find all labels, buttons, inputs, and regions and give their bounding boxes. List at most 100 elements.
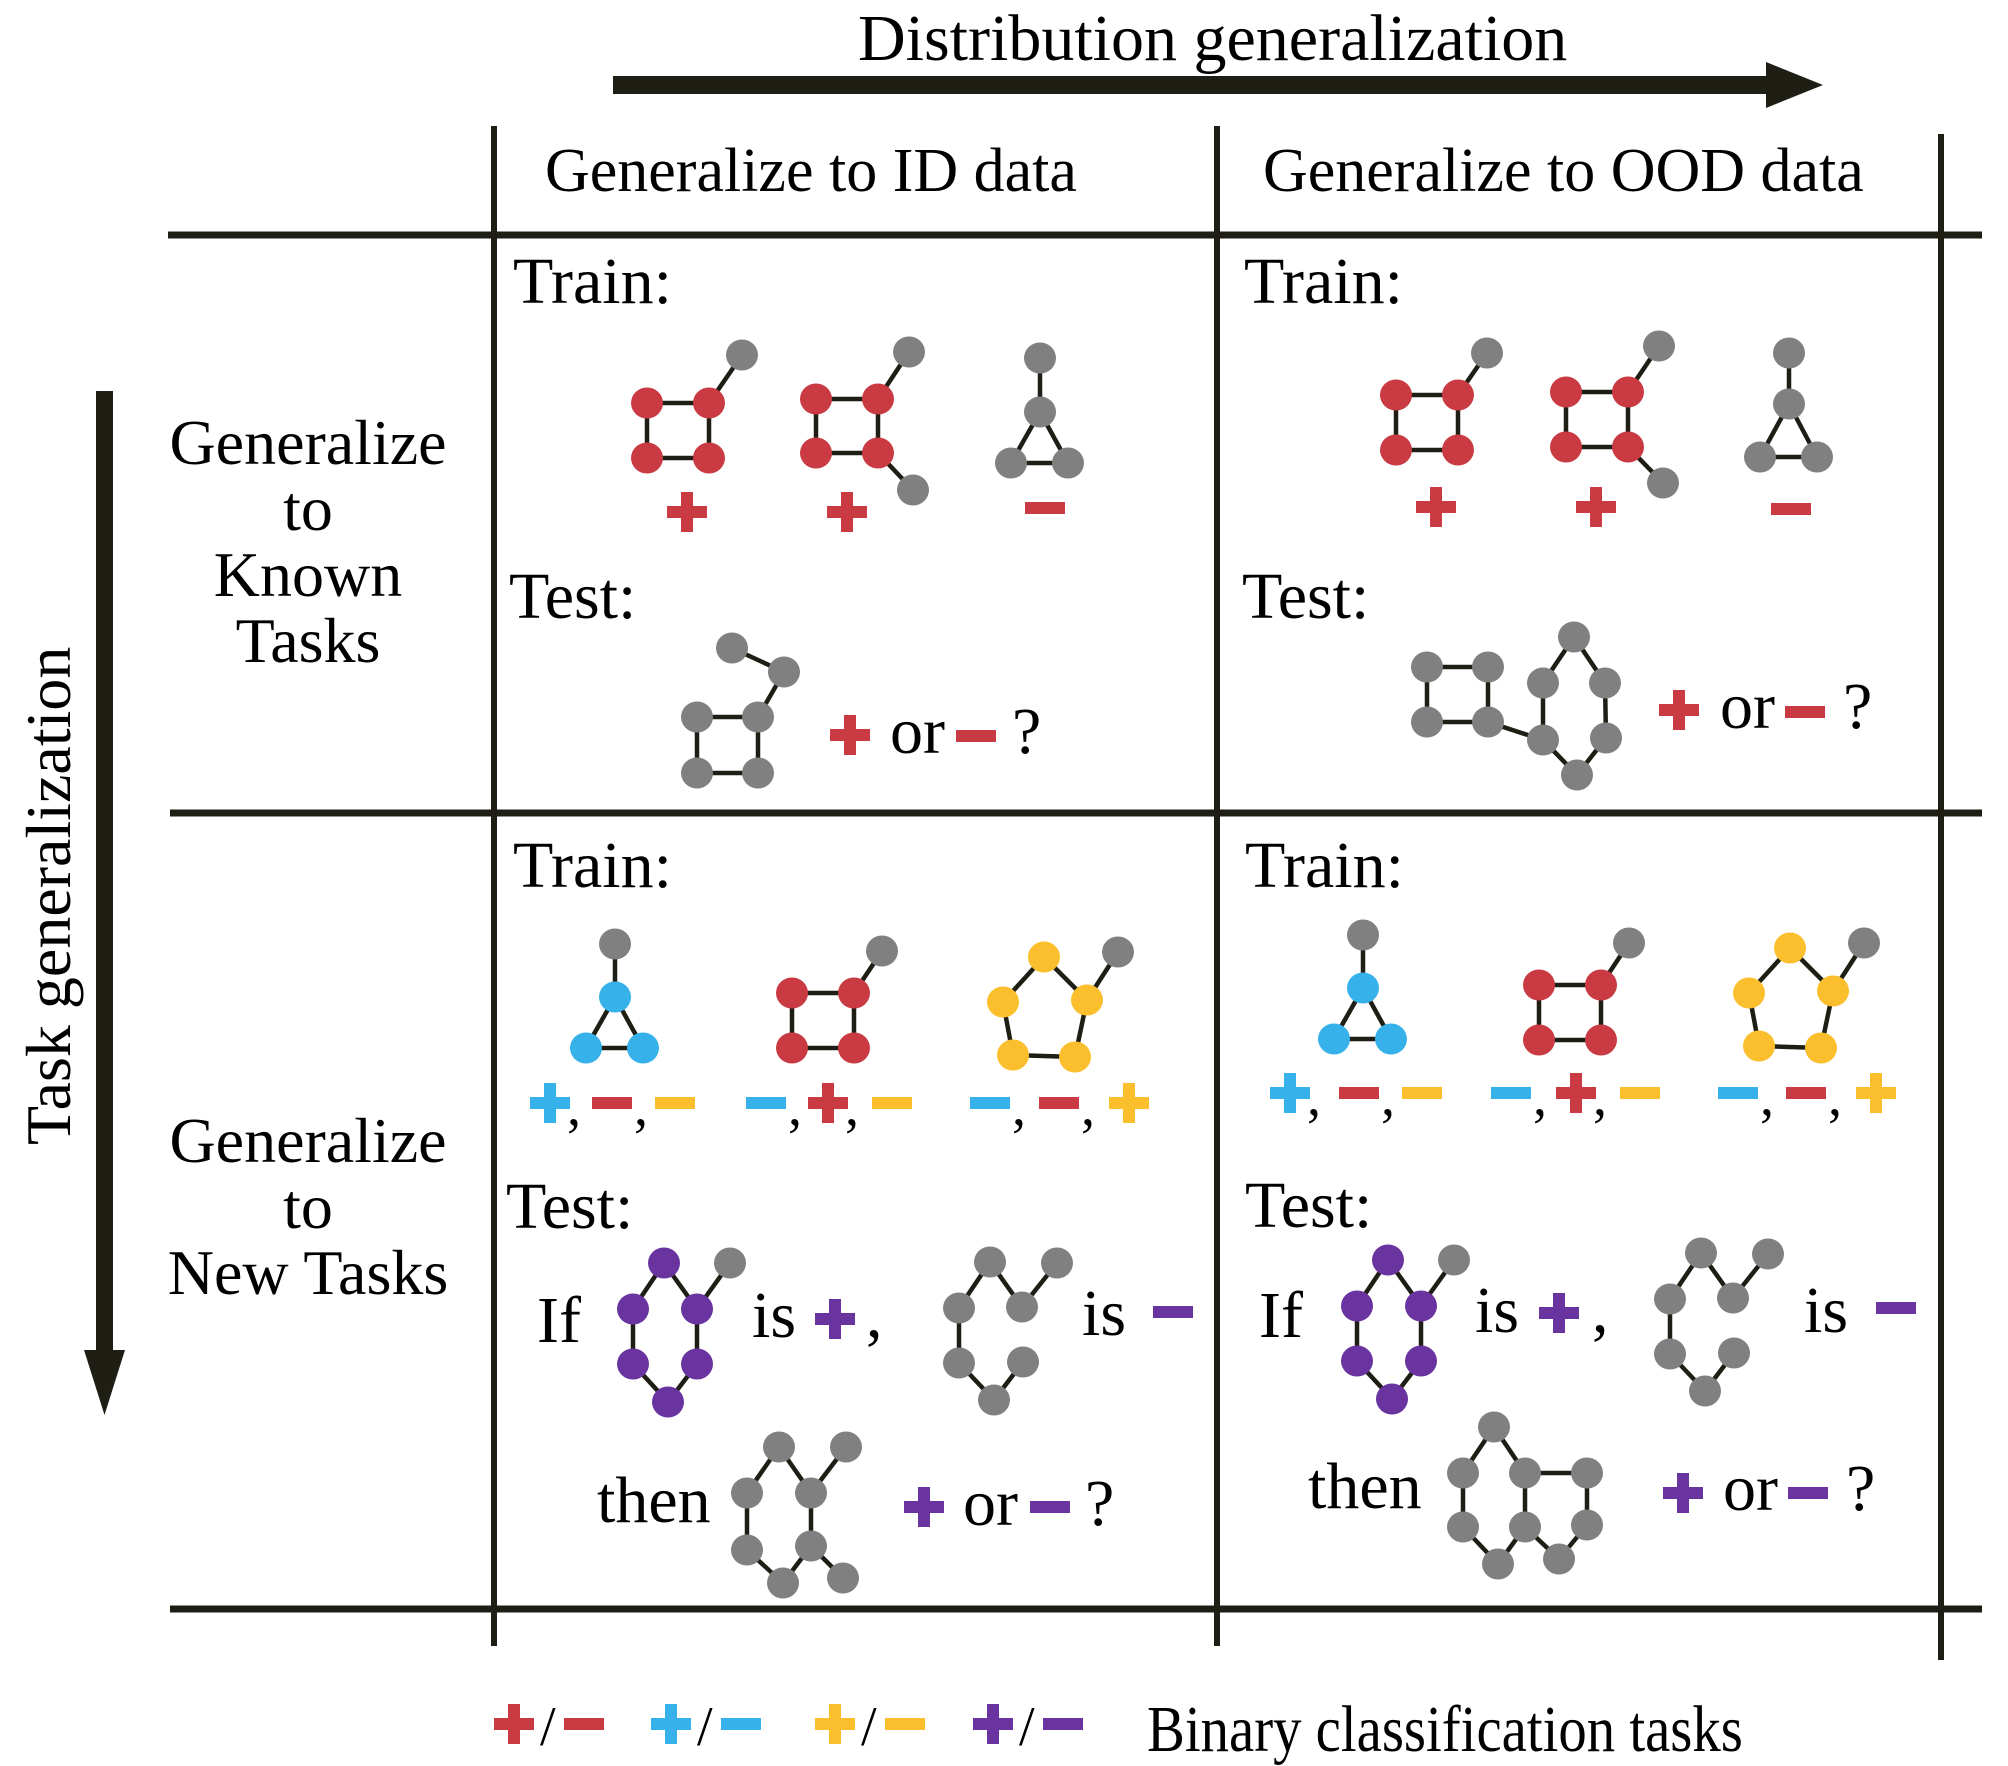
task-axis-label: Task generalization <box>13 646 84 1145</box>
distribution-arrow-head <box>1766 62 1823 108</box>
graph-node <box>731 1534 763 1566</box>
task-label-sign <box>1039 1097 1079 1109</box>
graph-node <box>599 981 631 1013</box>
legend-plus-icon <box>815 1704 855 1744</box>
row-header-line: to <box>283 1171 333 1242</box>
graph-node <box>1654 1283 1686 1315</box>
row-header-line: Generalize <box>169 1105 447 1176</box>
graph-node <box>776 1032 808 1064</box>
plus-bar <box>508 1704 520 1744</box>
plus-bar <box>1673 690 1685 730</box>
train-graph-square-two-pendants <box>800 336 929 506</box>
graph-node <box>693 442 725 474</box>
task-label-sign <box>1109 1083 1149 1123</box>
train-label-sign <box>1416 487 1456 527</box>
plus-bar <box>1590 487 1602 527</box>
graph-node <box>617 1293 649 1325</box>
graph-node <box>1341 1345 1373 1377</box>
task-label-sign <box>1491 1087 1531 1099</box>
train-label: Train: <box>513 829 672 902</box>
train-graph-triangle-pendant <box>1318 919 1407 1055</box>
graph-node <box>1372 1244 1404 1276</box>
graph-node <box>943 1292 975 1324</box>
graph-node <box>1341 1290 1373 1322</box>
then-text: then <box>1308 1450 1422 1523</box>
graph-node <box>1647 467 1679 499</box>
graph-node <box>1028 941 1060 973</box>
task-label-sign <box>808 1083 848 1123</box>
task-label-sign <box>1556 1073 1596 1113</box>
graph-node <box>800 437 832 469</box>
test-label: Test: <box>506 1170 634 1243</box>
graph-node <box>1442 434 1474 466</box>
graph-node <box>1773 388 1805 420</box>
graph-node <box>943 1347 975 1379</box>
if-text: If <box>1259 1279 1303 1352</box>
graph-node <box>1585 1024 1617 1056</box>
or-text: or <box>963 1467 1018 1540</box>
is-text: is <box>1082 1277 1127 1350</box>
task-label-sign <box>655 1097 695 1109</box>
task-label-sign <box>970 1097 1010 1109</box>
graph-node <box>1447 1511 1479 1543</box>
comma-text: , <box>866 1279 883 1352</box>
graph-node <box>1376 1383 1408 1415</box>
train-label: Train: <box>1244 245 1403 318</box>
train-graph-square-two-pendants <box>1550 330 1679 499</box>
column-header-id: Generalize to ID data <box>545 137 1077 205</box>
plus-bar <box>1870 1073 1882 1113</box>
graph-node <box>1509 1511 1541 1543</box>
graph-node <box>1405 1290 1437 1322</box>
graph-node <box>1478 1411 1510 1443</box>
comma-text: , <box>1760 1066 1774 1128</box>
graph-node <box>838 977 870 1009</box>
graphs-layer <box>570 330 1880 1599</box>
then-text: then <box>597 1464 711 1537</box>
plus-bar <box>841 492 853 532</box>
comma-text: , <box>634 1076 648 1138</box>
example-positive-sign <box>1539 1293 1579 1333</box>
graph-node <box>1347 972 1379 1004</box>
graph-node <box>627 1032 659 1064</box>
example-negative-graph <box>943 1246 1073 1416</box>
train-label-sign <box>1025 502 1065 514</box>
plus-bar <box>1553 1293 1565 1333</box>
plus-bar <box>1430 487 1442 527</box>
task-label-sign <box>1620 1087 1660 1099</box>
or-text: or <box>890 695 945 768</box>
train-label: Train: <box>513 245 672 318</box>
or-text: or <box>1720 670 1775 743</box>
is-text: is <box>1804 1274 1849 1347</box>
graph-node <box>1024 342 1056 374</box>
graph-node <box>767 1567 799 1599</box>
train-label: Train: <box>1245 829 1404 902</box>
graph-node <box>763 1431 795 1463</box>
graph-node <box>987 986 1019 1018</box>
is-text: is <box>752 1279 797 1352</box>
question-minus-icon <box>1785 706 1825 718</box>
query-graph <box>1447 1411 1603 1580</box>
graph-node <box>1041 1247 1073 1279</box>
graph-node <box>795 1477 827 1509</box>
graph-node <box>862 437 894 469</box>
graph-node <box>1527 667 1559 699</box>
graph-node <box>1447 1457 1479 1489</box>
graph-node <box>731 1477 763 1509</box>
graph-node <box>1102 936 1134 968</box>
comma-text: , <box>845 1076 859 1138</box>
graph-node <box>1059 1041 1091 1073</box>
train-graph-triangle-pendant <box>570 928 659 1064</box>
example-positive-graph <box>1341 1244 1470 1415</box>
graph-node <box>1472 706 1504 738</box>
graph-node <box>1318 1023 1350 1055</box>
question-minus-icon <box>1030 1501 1070 1513</box>
comma-text: , <box>1593 1066 1607 1128</box>
graph-node <box>1471 337 1503 369</box>
comma-text: , <box>1592 1274 1609 1347</box>
example-positive-graph <box>617 1247 746 1418</box>
graph-node <box>838 1032 870 1064</box>
row-header-line: New Tasks <box>167 1237 449 1308</box>
plus-bar <box>1123 1083 1135 1123</box>
query-graph <box>731 1431 862 1599</box>
